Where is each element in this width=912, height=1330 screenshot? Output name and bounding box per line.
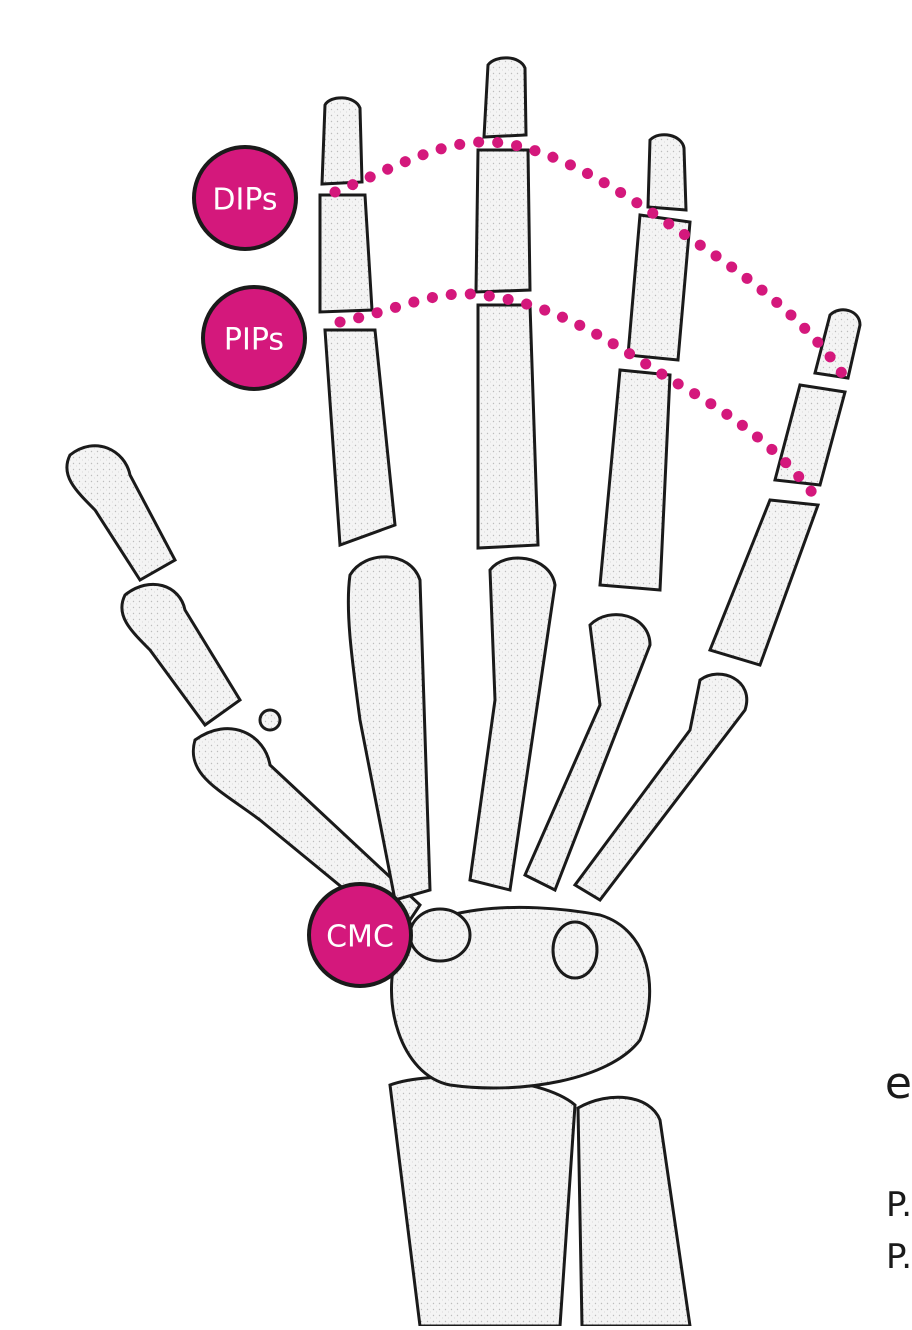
middle-middle-phalanx bbox=[474, 148, 532, 294]
pips-marker: PIPs bbox=[201, 285, 307, 391]
ring-metacarpal bbox=[523, 613, 652, 893]
dip-dotted-line bbox=[329, 136, 851, 384]
dips-marker-circle bbox=[192, 145, 298, 251]
clipped-text-fragment-1: e bbox=[884, 1058, 912, 1109]
ulna-bone bbox=[576, 1095, 692, 1328]
pisiform-bone bbox=[551, 920, 599, 980]
middle-distal-phalanx bbox=[482, 56, 528, 139]
radius-bone bbox=[388, 1075, 577, 1328]
pip-dotted-line bbox=[334, 288, 824, 506]
index-distal-phalanx bbox=[320, 96, 364, 186]
index-proximal-phalanx bbox=[323, 328, 397, 548]
thumb-distal-phalanx bbox=[65, 444, 178, 583]
trapezium-bone bbox=[408, 907, 472, 963]
cmc-marker: CMC bbox=[307, 882, 413, 988]
little-proximal-phalanx bbox=[707, 498, 821, 667]
clipped-text-fragment-3: P. bbox=[885, 1237, 912, 1277]
pips-label: PIPs bbox=[224, 323, 284, 358]
ring-proximal-phalanx bbox=[598, 368, 672, 592]
little-metacarpal bbox=[572, 672, 749, 902]
middle-proximal-phalanx bbox=[476, 303, 540, 550]
index-middle-phalanx bbox=[318, 193, 374, 314]
ring-distal-phalanx bbox=[646, 133, 688, 212]
pips-marker-circle bbox=[201, 285, 307, 391]
sesamoid-bone bbox=[258, 708, 282, 732]
ring-middle-phalanx bbox=[626, 213, 692, 362]
cmc-marker-circle bbox=[307, 882, 413, 988]
thumb-proximal-phalanx bbox=[120, 582, 243, 728]
little-middle-phalanx bbox=[773, 383, 847, 487]
index-metacarpal bbox=[346, 555, 432, 902]
clipped-text-fragment-2: P. bbox=[885, 1185, 912, 1225]
middle-metacarpal bbox=[468, 556, 557, 892]
dips-label: DIPs bbox=[212, 183, 277, 218]
little-distal-phalanx bbox=[813, 308, 862, 380]
cmc-label: CMC bbox=[326, 920, 394, 955]
dips-marker: DIPs bbox=[192, 145, 298, 251]
